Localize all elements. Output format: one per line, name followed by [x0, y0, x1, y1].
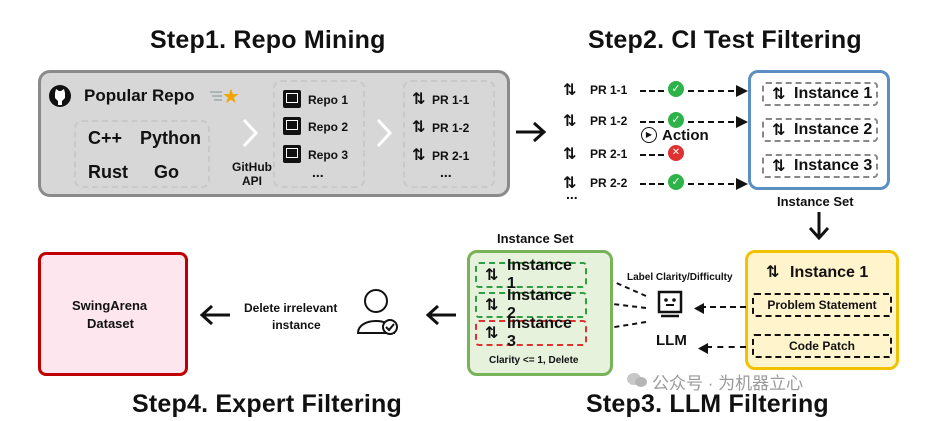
llm-instance-label: Instance 1: [506, 257, 572, 292]
robot-icon: [657, 290, 683, 318]
pass-check-icon: ✓: [668, 81, 684, 97]
ci-instance: ⇅ Instance 2: [762, 118, 878, 142]
pull-request-icon: ⇅: [772, 158, 786, 175]
language-cpp: C++: [88, 128, 123, 148]
repo-icon: [283, 90, 301, 108]
card-instance-label: Instance 1: [790, 264, 869, 281]
pull-request-icon: ⇅: [563, 175, 577, 192]
delete-label-line1: Delete irrelevant: [244, 301, 338, 315]
action-label: Action: [662, 127, 709, 144]
problem-statement-label: Problem Statement: [767, 298, 877, 312]
ci-pr-item: PR 1-1: [590, 83, 628, 97]
pr-item: PR 2-1: [432, 149, 470, 163]
ci-instance-panel: [748, 70, 890, 190]
dataset-box: [38, 252, 188, 376]
ci-pr-item: PR 1-2: [590, 114, 628, 128]
chevron-right-icon: [240, 118, 260, 153]
pr-item: PR 1-2: [432, 121, 470, 135]
arrow-right-icon: [736, 115, 748, 133]
popular-repo-label: Popular Repo: [84, 86, 195, 105]
repo-item: Repo 1: [308, 93, 349, 107]
pull-request-icon: ⇅: [563, 82, 577, 99]
instance-set-label: Instance Set: [777, 194, 854, 209]
chevron-right-icon: [374, 118, 394, 153]
language-python: Python: [140, 128, 201, 148]
github-icon: [48, 84, 72, 108]
llm-instance-label: Instance 2: [506, 287, 572, 322]
expert-user-icon: [354, 287, 400, 337]
code-patch-label: Code Patch: [788, 339, 855, 353]
trending-lines-icon: [208, 87, 226, 105]
prs-more: ...: [440, 164, 452, 180]
repo-icon: [283, 145, 301, 163]
pull-request-icon: ⇅: [485, 297, 499, 314]
fail-x-icon: ✕: [668, 145, 684, 161]
pass-check-icon: ✓: [668, 174, 684, 190]
ci-instance-label: Instance 1: [794, 85, 873, 102]
delete-label-line2: instance: [272, 318, 321, 332]
step1-title: Step1. Repo Mining: [150, 26, 386, 54]
pull-request-icon: ⇅: [563, 146, 577, 163]
instance-card: [745, 250, 899, 370]
llm-instance-kept: ⇅ Instance 1: [475, 257, 587, 292]
github-api-label-1: GitHub: [232, 160, 272, 174]
repos-group: [273, 80, 365, 188]
step3-title: Step3. LLM Filtering: [586, 390, 829, 418]
step2-title: Step2. CI Test Filtering: [588, 26, 862, 54]
dataset-label-line1: SwingArena: [72, 298, 148, 313]
repo-icon: [283, 117, 301, 135]
pull-request-icon: ⇅: [412, 147, 426, 164]
arrow-down-icon: [807, 210, 831, 247]
pull-request-icon: ⇅: [766, 264, 780, 281]
arrow-left-icon: [424, 303, 458, 332]
code-patch-box: Code Patch: [752, 334, 892, 358]
llm-instance-kept: ⇅ Instance 2: [475, 287, 587, 322]
llm-instance-label: Instance 3: [506, 315, 572, 350]
llm-instance-panel: [467, 250, 613, 376]
star-icon: ★: [222, 86, 240, 108]
repo-item: Repo 3: [308, 148, 349, 162]
ci-instance: ⇅ Instance 1: [762, 82, 878, 106]
pull-request-icon: ⇅: [772, 122, 786, 139]
pull-request-icon: ⇅: [412, 119, 426, 136]
github-api-label-2: API: [242, 174, 263, 188]
arrow-right-icon: [736, 84, 748, 102]
pull-request-icon: ⇅: [563, 113, 577, 130]
ci-prs-more: ...: [566, 186, 578, 202]
language-rust: Rust: [88, 162, 128, 182]
ci-instance-label: Instance 3: [794, 157, 873, 174]
llm-label: LLM: [656, 332, 687, 349]
arrow-left-icon: [694, 301, 704, 319]
llm-instance-deleted: ⇅ Instance 3: [475, 315, 587, 350]
pr-item: PR 1-1: [432, 93, 470, 107]
languages-group: [74, 120, 210, 188]
dataset-label-line2: Dataset: [87, 316, 134, 331]
watermark-text: 公众号 · 为机器立心: [652, 374, 804, 393]
repos-more: ...: [312, 164, 324, 180]
arrow-right-icon: [514, 120, 548, 149]
pass-check-icon: ✓: [668, 112, 684, 128]
arrow-right-icon: [736, 177, 748, 195]
llm-rule-label: Clarity <= 1, Delete: [489, 355, 579, 366]
ci-instance: ⇅ Instance 3: [762, 154, 878, 178]
arrow-left-icon: [198, 303, 232, 332]
pull-request-icon: ⇅: [412, 91, 426, 108]
pull-request-icon: ⇅: [485, 267, 499, 284]
prs-group: [403, 80, 495, 188]
wechat-icon: [626, 371, 648, 389]
repo-item: Repo 2: [308, 120, 349, 134]
pull-request-icon: ⇅: [485, 325, 499, 342]
arrow-left-icon: [698, 341, 708, 359]
llm-task-label: Label Clarity/Difficulty: [627, 272, 733, 283]
language-go: Go: [154, 162, 179, 182]
step4-title: Step4. Expert Filtering: [132, 390, 402, 418]
pull-request-icon: ⇅: [772, 86, 786, 103]
problem-statement-box: Problem Statement: [752, 293, 892, 317]
llm-instance-set-label: Instance Set: [497, 231, 574, 246]
play-icon: ▶: [641, 127, 657, 143]
ci-instance-label: Instance 2: [794, 121, 873, 138]
ci-pr-item: PR 2-1: [590, 147, 628, 161]
ci-pr-item: PR 2-2: [590, 176, 628, 190]
